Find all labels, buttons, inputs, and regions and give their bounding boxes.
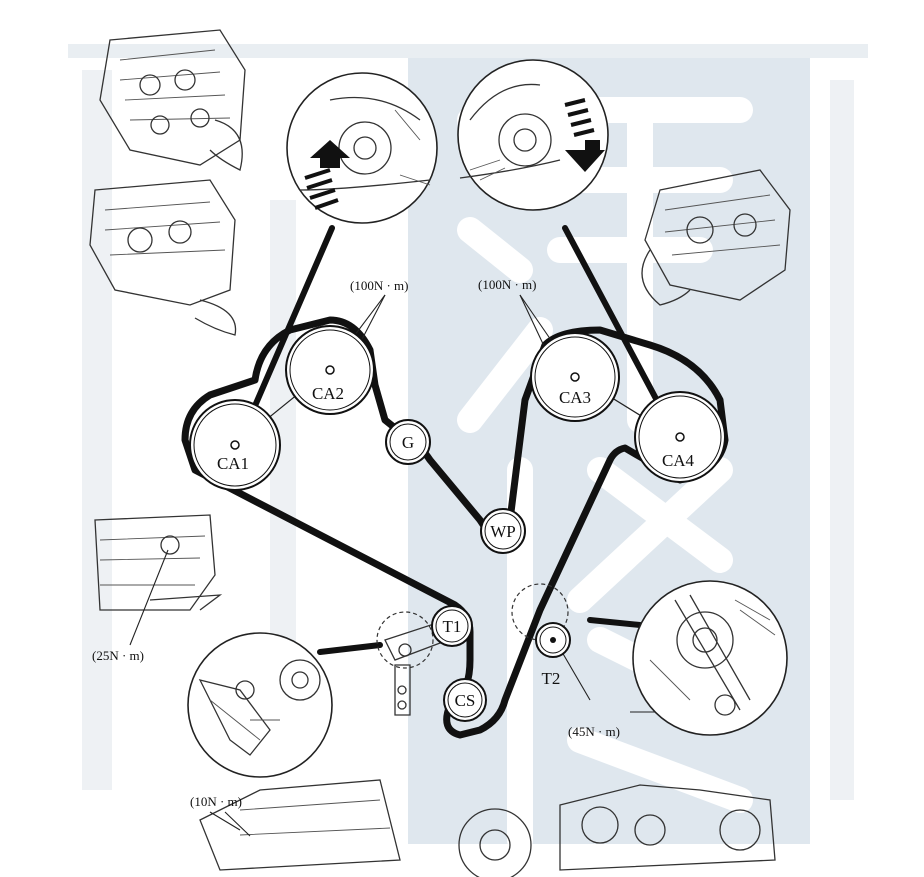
detail-circle-right-camshaft <box>457 59 609 211</box>
engine-sketch-top-left <box>99 29 246 171</box>
engine-sketch-mid-left <box>89 179 237 336</box>
engine-sketch-left-mount <box>94 514 223 611</box>
engine-sketch-bottom <box>199 779 776 877</box>
pulley-t1: T1 <box>431 605 473 647</box>
pulley-label-ca3: CA3 <box>559 388 591 407</box>
rotation-arrow-up-icon <box>304 140 350 210</box>
pulley-cs: CS <box>443 678 487 722</box>
pulley-ca1: CA1 <box>189 399 281 491</box>
pulley-label-cs: CS <box>455 691 476 710</box>
torque-label-bottom-left: (10N · m) <box>190 794 242 809</box>
pulley-label-ca4: CA4 <box>662 451 695 470</box>
pulley-ca4: CA4 <box>634 391 726 483</box>
detail-circle-left-camshaft <box>286 72 438 224</box>
pulley-t2: T2 <box>535 622 571 688</box>
pulley-label-g: G <box>402 433 414 452</box>
detail-circle-right-tensioner <box>632 580 788 736</box>
torque-label-tensioner-bolt: (25N · m) <box>92 648 144 663</box>
watermark-band <box>68 44 868 58</box>
rotation-arrow-down-icon <box>564 98 605 172</box>
pulley-label-ca2: CA2 <box>312 384 344 403</box>
torque-label-camshaft-right: (100N · m) <box>478 277 537 292</box>
pulley-wp: WP <box>480 508 526 554</box>
pulley-label-t1: T1 <box>443 617 462 636</box>
torque-label-camshaft-left: (100N · m) <box>350 278 409 293</box>
pulley-ca2: CA2 <box>285 325 375 415</box>
pulley-ca3: CA3 <box>530 332 620 422</box>
pulley-g: G <box>385 419 431 465</box>
pulley-label-wp: WP <box>490 522 516 541</box>
engine-sketch-right <box>641 169 791 306</box>
timing-belt <box>181 316 729 739</box>
detail-circle-left-tensioner <box>187 632 333 778</box>
pulley-label-ca1: CA1 <box>217 454 249 473</box>
pulley-label-t2: T2 <box>542 669 561 688</box>
torque-label-tensioner-pulley: (45N · m) <box>568 724 620 739</box>
